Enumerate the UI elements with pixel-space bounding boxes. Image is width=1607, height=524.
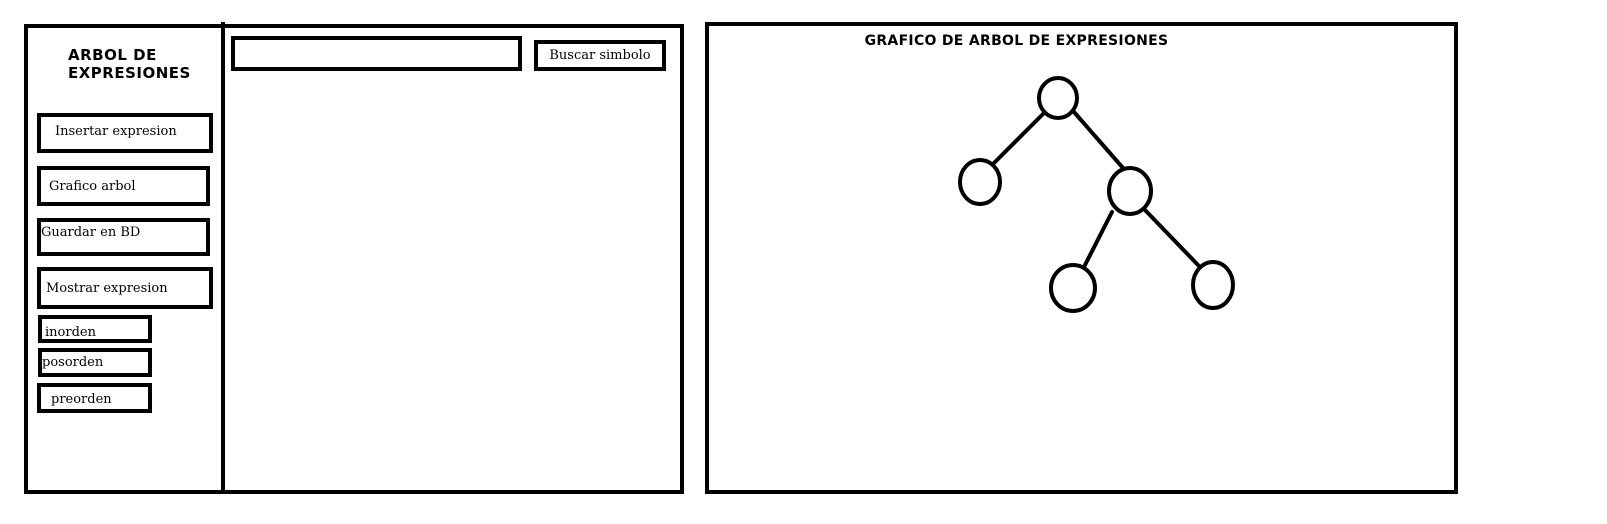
- tree-edge-right-right: [1143, 208, 1200, 267]
- preorder-label: preorden: [51, 391, 112, 407]
- insert-expression-button[interactable]: Insertar expresion: [37, 113, 213, 153]
- tree-node-right-right: [1191, 260, 1235, 310]
- sidebar-divider: [221, 22, 225, 494]
- app-title: ARBOL DE EXPRESIONES: [68, 46, 191, 82]
- tree-graph-button[interactable]: Grafico arbol: [37, 166, 210, 206]
- tree-node-right: [1107, 166, 1153, 216]
- show-expression-label: Mostrar expresion: [46, 280, 168, 296]
- tree-node-left: [958, 158, 1002, 206]
- tree-edge-root-right: [1072, 110, 1125, 170]
- app-title-line-1: ARBOL DE: [68, 46, 157, 64]
- tree-graph-label: Grafico arbol: [49, 178, 136, 194]
- insert-expression-label: Insertar expresion: [55, 123, 177, 139]
- save-to-db-label: Guardar en BD: [41, 224, 141, 240]
- postorder-label: posorden: [42, 355, 104, 370]
- app-title-line-2: EXPRESIONES: [68, 64, 191, 82]
- search-input[interactable]: [231, 36, 522, 71]
- tree-node-root: [1037, 76, 1079, 120]
- save-to-db-button[interactable]: Guardar en BD: [37, 218, 210, 256]
- tree-node-right-left: [1049, 263, 1097, 313]
- search-symbol-label: Buscar simbolo: [549, 48, 651, 63]
- tree-edge-root-left: [991, 110, 1047, 166]
- preorder-button[interactable]: preorden: [37, 383, 152, 413]
- left-window: [24, 24, 684, 494]
- tree-edge-right-left: [1082, 210, 1114, 269]
- inorder-button[interactable]: inorden: [38, 315, 152, 343]
- search-symbol-button[interactable]: Buscar simbolo: [534, 40, 666, 71]
- show-expression-button[interactable]: Mostrar expresion: [37, 267, 213, 309]
- tree-graph-title: GRAFICO DE ARBOL DE EXPRESIONES: [864, 33, 1169, 49]
- postorder-button[interactable]: posorden: [38, 348, 152, 377]
- tree-graph-window: [705, 22, 1458, 494]
- inorder-label: inorden: [45, 324, 96, 340]
